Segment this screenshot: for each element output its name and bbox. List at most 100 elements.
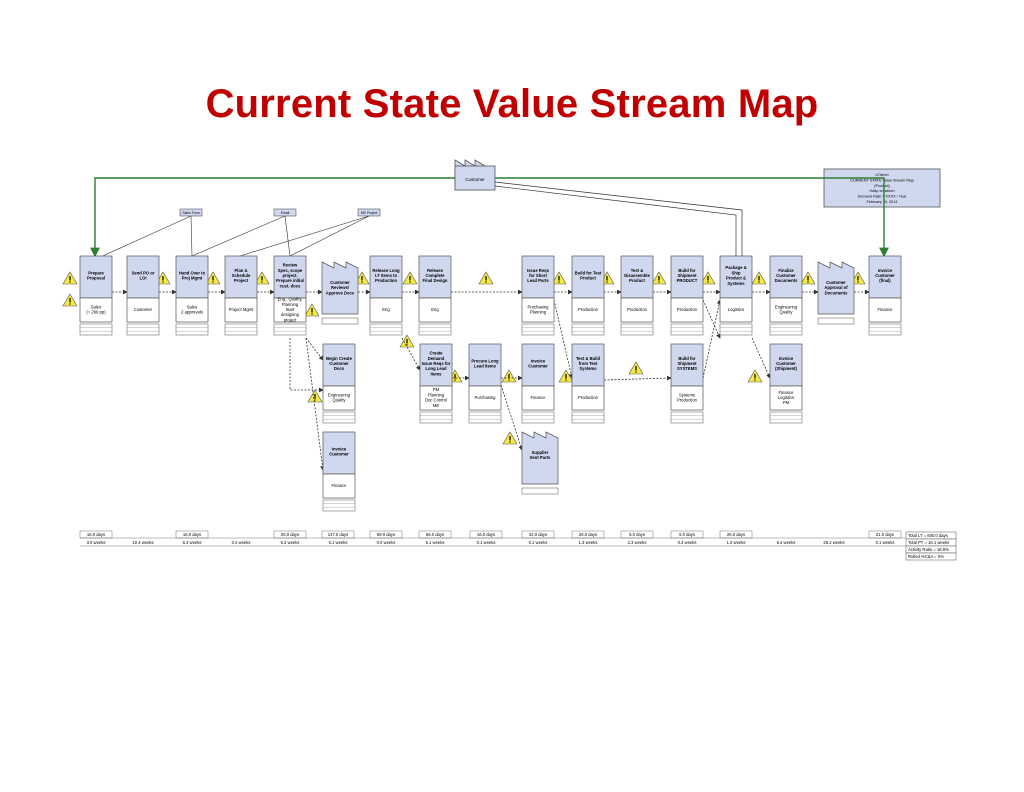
- data-box: [769, 323, 803, 336]
- inventory-warning-icon: [850, 271, 866, 285]
- inventory-warning-icon: [62, 293, 78, 307]
- info-flow-1: Sales Form: [179, 208, 203, 217]
- inventory-warning-icon: [62, 271, 78, 285]
- process-dept: Production: [627, 307, 648, 312]
- process-dept: Customer: [134, 307, 153, 312]
- timeline-top: 147.0 days: [328, 532, 349, 537]
- info-flow-label: MS Project: [361, 211, 378, 215]
- inventory-warning-icon: [628, 361, 644, 375]
- inventory-warning-icon: [399, 334, 415, 348]
- inventory-warning-icon: [402, 271, 418, 285]
- inventory-warning-icon: [354, 271, 370, 285]
- data-box: [322, 411, 356, 424]
- timeline-bottom: 5.1 weeks: [426, 540, 445, 545]
- data-box: [571, 411, 605, 424]
- page-title: Current State Value Stream Map: [205, 82, 819, 126]
- process-dept: Production: [578, 395, 599, 400]
- timeline-bottom: 5.3 weeks: [281, 540, 300, 545]
- customer-feedback-loop: [90, 177, 889, 258]
- process-dept: Logistics: [728, 307, 744, 312]
- data-box: [769, 411, 803, 424]
- timeline-bottom: 3.0 weeks: [87, 540, 106, 545]
- inventory-warning-icon: [747, 369, 763, 383]
- timeline-bottom: 5.1 weeks: [329, 540, 348, 545]
- factory-icon: [321, 261, 359, 315]
- summary-line: Total PT = 16.1 weeks: [908, 540, 949, 545]
- inventory-warning-icon: [155, 271, 171, 285]
- data-box: [369, 323, 403, 336]
- info-flow-3: MS Project: [357, 208, 381, 217]
- data-box: [175, 323, 209, 336]
- data-box: [817, 317, 855, 325]
- timeline-top: 5.0 days: [679, 532, 695, 537]
- data-box: [521, 323, 555, 336]
- timeline-bottom: 1.3 weeks: [579, 540, 598, 545]
- timeline-top: 69.0 days: [377, 532, 395, 537]
- data-box: [868, 323, 902, 336]
- summary-line: Total LT = 600.0 days: [908, 533, 948, 538]
- inventory-warning-icon: [502, 431, 518, 445]
- inventory-warning-icon: [304, 303, 320, 317]
- inventory-warning-icon: [478, 271, 494, 285]
- data-box: [273, 323, 307, 336]
- inventory-warning-icon: [254, 271, 270, 285]
- data-box: [126, 323, 160, 336]
- connectors: [62, 181, 870, 471]
- header-line: Demand Rate = XXXX / Year: [858, 195, 907, 199]
- process-dept: Production: [578, 307, 599, 312]
- process-dept: Project Mgmt: [229, 307, 255, 312]
- inventory-warning-icon: [205, 271, 221, 285]
- customer-factory-icon: Customer: [454, 159, 496, 191]
- data-box: [719, 323, 753, 336]
- info-flow-label: Sales Form: [182, 211, 200, 215]
- timeline-bottom: 0.4 weeks: [232, 540, 251, 545]
- inventory-warning-icon: [501, 369, 517, 383]
- information-flows: Sales Form Email MS Project: [95, 208, 381, 260]
- timeline-top: 42.0 days: [529, 532, 547, 537]
- info-flow-2: Email: [273, 208, 297, 217]
- header-line: February 10, 2014: [866, 200, 897, 204]
- factory-icon: [521, 431, 559, 485]
- process-dept: Finance: [531, 395, 547, 400]
- timeline-top: 26.0 days: [579, 532, 597, 537]
- process-dept: Finance: [332, 483, 348, 488]
- customer-label: Customer: [465, 177, 485, 182]
